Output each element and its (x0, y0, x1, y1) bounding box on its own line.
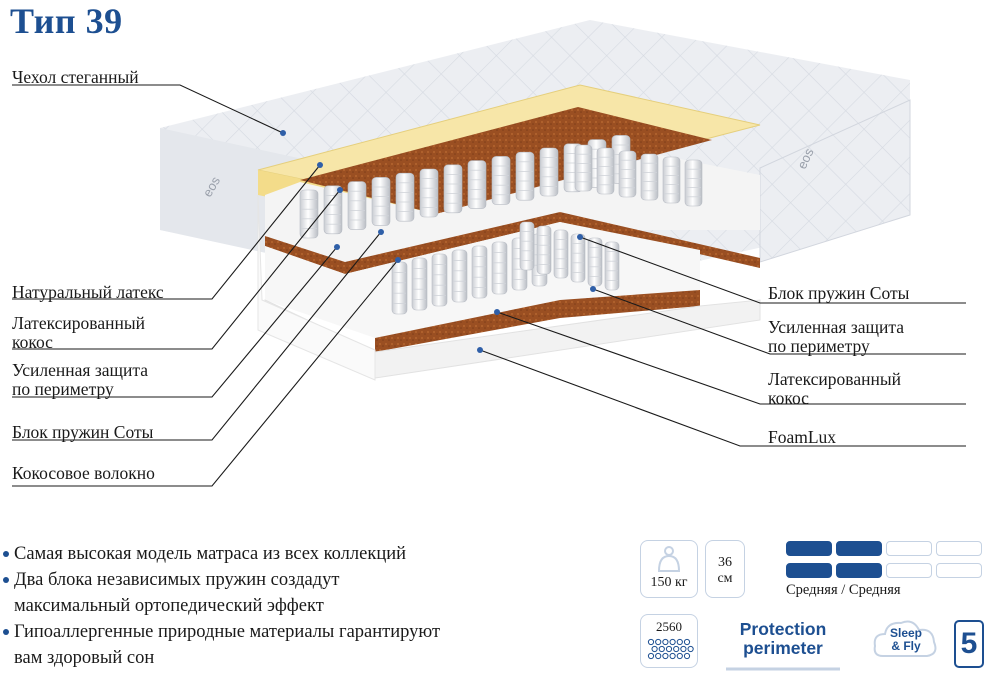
spring-dot (647, 638, 655, 646)
spring (536, 225, 552, 275)
firmness-bar (886, 541, 932, 556)
feature-item: Два блока независимых пружин создадут (2, 567, 440, 593)
spring-dot (662, 638, 669, 646)
spring-dot (680, 645, 687, 653)
weight-icon (657, 546, 681, 572)
firmness-bar (936, 541, 982, 556)
spring-dot (647, 652, 655, 660)
spring (491, 241, 508, 295)
protection-underline (726, 667, 840, 671)
label-quilted-cover: Чехол стеганный (12, 67, 139, 87)
cloud-icon (873, 620, 937, 657)
spring-dot (683, 638, 691, 646)
spring (519, 221, 535, 271)
height-unit: см (717, 571, 733, 586)
spring (347, 181, 367, 230)
spring-dot (655, 652, 662, 660)
firmness-bar (886, 563, 932, 578)
spring-block-upper (299, 135, 703, 239)
spring-count-icon (647, 638, 694, 660)
spring (419, 168, 439, 218)
spring-dot (669, 652, 676, 660)
spring-dot (658, 645, 665, 653)
spring-dot (655, 638, 662, 646)
spring-count-badge: 2560 (640, 614, 698, 668)
label-coconut-fiber: Кокосовое волокно (12, 463, 155, 483)
protection-perimeter-icon: Protection perimeter (718, 620, 848, 677)
feature-list: Самая высокая модель матраса из всех кол… (2, 541, 440, 671)
spring (553, 229, 569, 279)
sleep-and-fly-logo: Sleep & Fly (871, 616, 941, 662)
firmness-bar (836, 563, 882, 578)
label-perimeter-left: Усиленная защита по периметру (12, 360, 148, 399)
label-latex-coconut-right: Латексированный кокос (768, 369, 901, 408)
spring (471, 245, 488, 299)
spring (596, 147, 615, 195)
spring (604, 241, 620, 291)
feature-item-continued: вам здоровый сон (14, 648, 155, 668)
firmness-bar (936, 563, 982, 578)
brand-line-1: Sleep (889, 626, 922, 640)
spring (618, 150, 637, 198)
spring-count-value: 2560 (656, 619, 682, 634)
brand-line-2: & Fly (891, 639, 921, 653)
firmness-bar (786, 541, 832, 556)
feature-item: Гипоаллергенные природные материалы гара… (2, 619, 440, 645)
spring-dot (665, 645, 673, 653)
firmness-bar (836, 541, 882, 556)
firmness-bar (786, 563, 832, 578)
label-spring-block-left: Блок пружин Соты (12, 422, 154, 442)
page-title: Тип 39 (10, 1, 123, 41)
spring (684, 159, 703, 207)
label-foamlux: FoamLux (768, 427, 837, 447)
spring-dot (683, 652, 691, 660)
max-weight-badge: 150 кг (640, 540, 698, 598)
spring-dot (669, 638, 676, 646)
pointer-dots (280, 130, 596, 353)
zones-icon: 5 (954, 620, 984, 668)
spring-block-lower (391, 221, 620, 315)
spring-dot (673, 645, 680, 653)
spring (491, 156, 511, 205)
label-spring-block-right: Блок пружин Соты (768, 283, 910, 303)
spring (539, 147, 559, 197)
spring (515, 151, 535, 201)
spring (451, 249, 468, 303)
spring (395, 172, 415, 222)
height-badge: 36 см (705, 540, 745, 598)
spring (411, 257, 428, 311)
spring (587, 237, 603, 287)
protection-line-1: Protection (739, 619, 827, 639)
max-weight-value: 150 кг (650, 575, 688, 590)
feature-item: Самая высокая модель матраса из всех кол… (2, 541, 440, 567)
feature-item-continued: максимальный ортопедический эффект (14, 596, 324, 616)
spring-dot (676, 652, 683, 660)
firmness-label: Средняя / Средняя (786, 582, 901, 598)
spring (299, 189, 319, 239)
spring (431, 253, 448, 307)
spring (391, 261, 408, 315)
spring (570, 233, 586, 283)
label-natural-latex: Натуральный латекс (12, 282, 164, 302)
spring (467, 160, 487, 209)
spring-dot (651, 645, 658, 653)
spring (640, 153, 659, 201)
label-perimeter-right: Усиленная защита по периметру (768, 317, 904, 356)
spring (371, 177, 391, 226)
spring-dot (662, 652, 669, 660)
pointer-lines (12, 84, 966, 487)
spring (443, 164, 463, 214)
spring-dot (687, 645, 694, 653)
spring (323, 185, 343, 235)
height-value: 36 (718, 555, 732, 570)
spring (574, 144, 593, 192)
spring (662, 156, 681, 204)
spring-dot (676, 638, 683, 646)
label-latex-coconut-left: Латексированный кокос (12, 313, 145, 352)
protection-line-2: perimeter (743, 638, 823, 658)
